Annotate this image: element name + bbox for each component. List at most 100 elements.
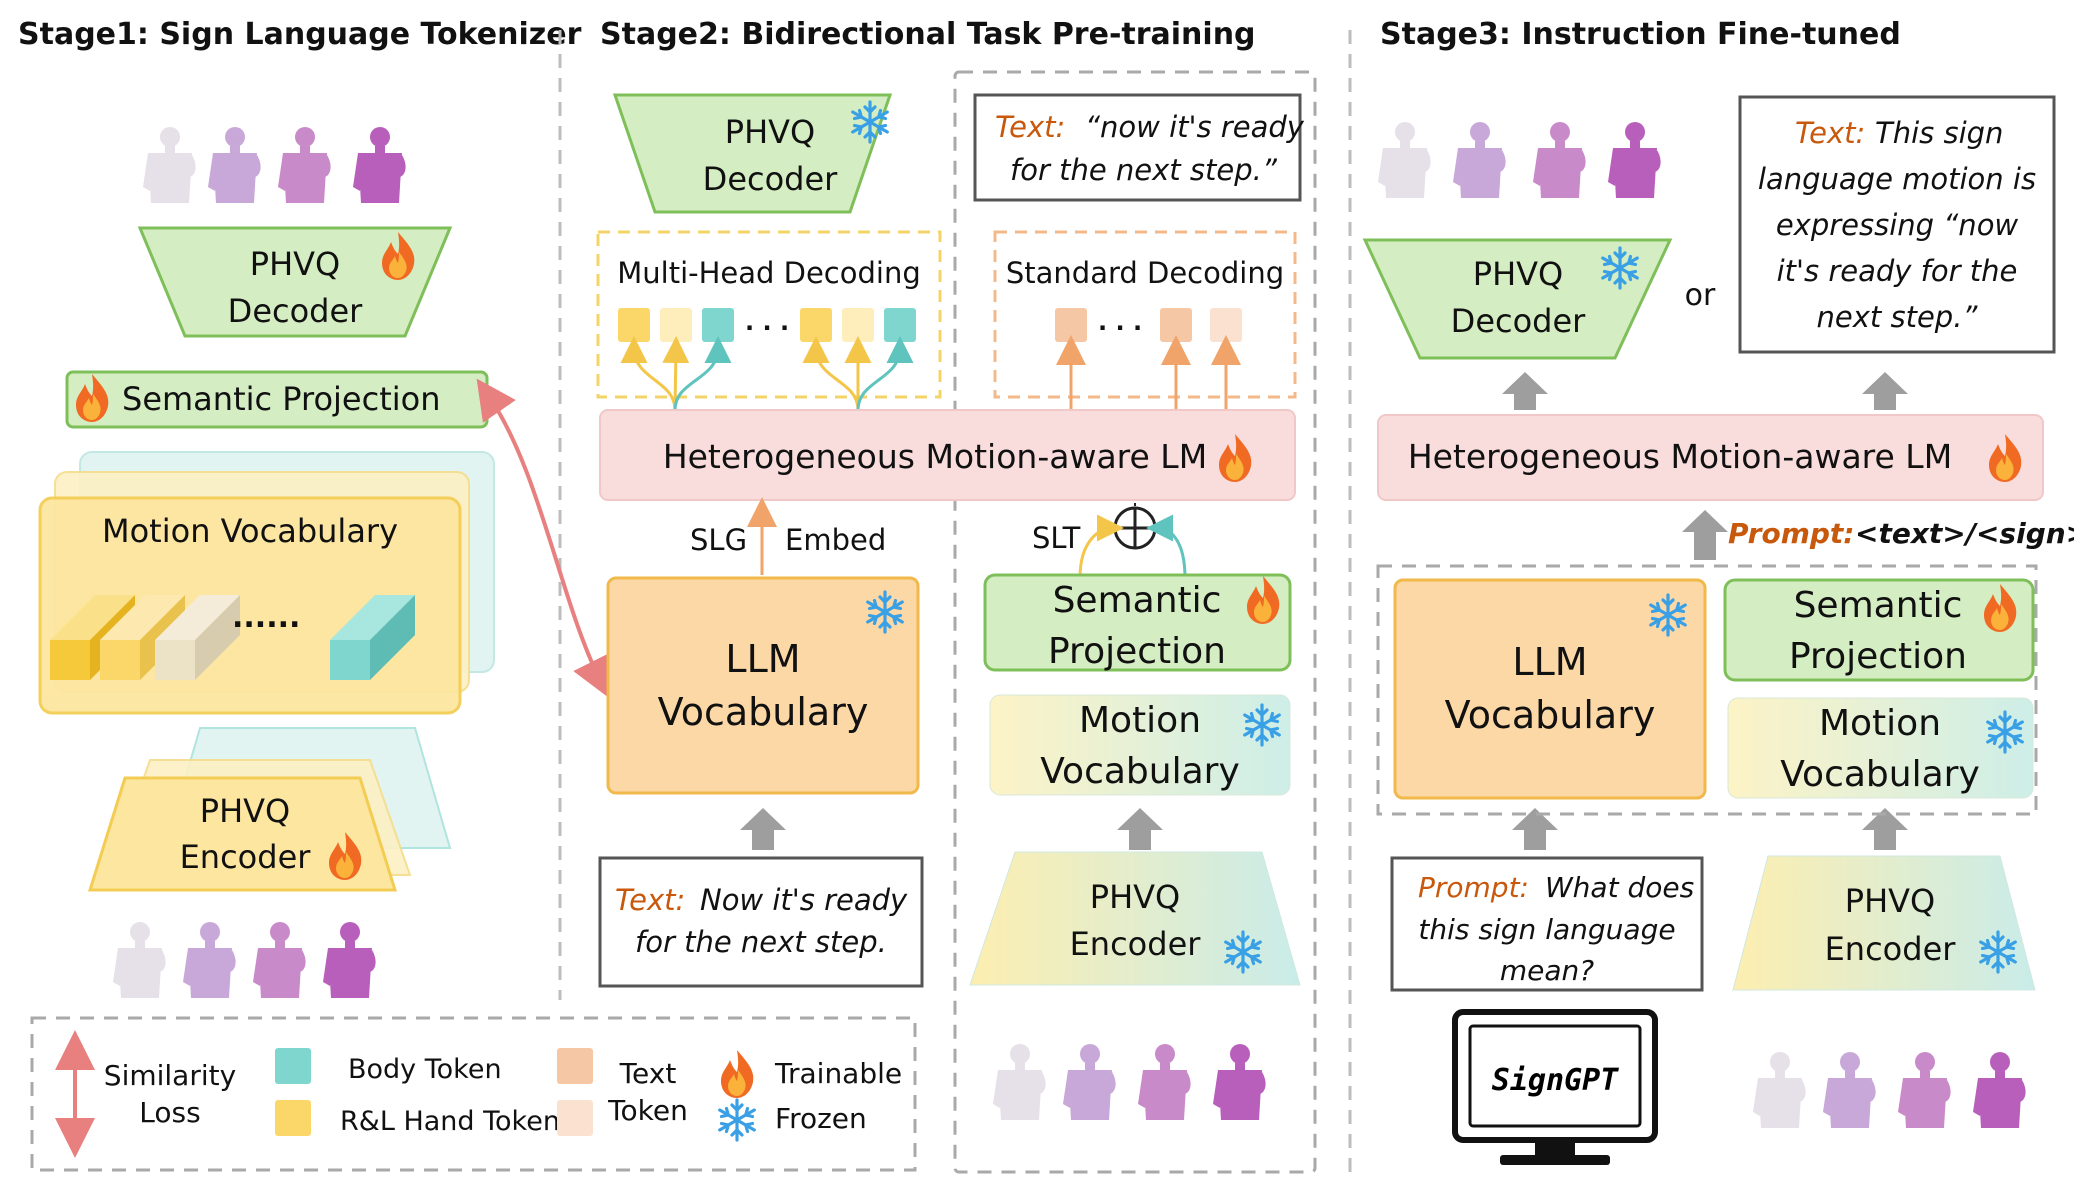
standard-decoding-region: Standard Decoding . . . xyxy=(993,230,1297,410)
stage3-top-avatars xyxy=(1378,122,1661,198)
stage2-encoder-label-2: Encoder xyxy=(1070,925,1202,963)
stage1-phvq-decoder: PHVQ Decoder xyxy=(137,226,453,338)
embed-label: Embed xyxy=(785,523,886,557)
stage1-decoder-label-1: PHVQ xyxy=(250,245,340,283)
stage1-motion-vocabulary-label: Motion Vocabulary xyxy=(102,512,398,550)
stage3-prompt-tags: <text>/<sign> xyxy=(1855,517,2074,550)
stage3-llm-vocab-label-2: Vocabulary xyxy=(1445,693,1656,737)
stage3-phvq-decoder: PHVQ Decoder xyxy=(1362,238,1673,360)
slt-yellow-arrow xyxy=(1078,514,1124,579)
standard-decoding-label: Standard Decoding xyxy=(1006,256,1284,290)
stage3-text-output-line4: it's ready for the xyxy=(1777,254,2018,288)
stage2-lm-label: Heterogeneous Motion-aware LM xyxy=(663,437,1207,476)
legend-hand-token-label: R&L Hand Token xyxy=(340,1106,560,1137)
stage3-vocab-dashed-region xyxy=(1376,564,2038,816)
stage2-text-output-prefix: Text: xyxy=(995,110,1065,144)
stage2-motion-vocab-label-2: Vocabulary xyxy=(1040,751,1240,792)
stage3-phvq-encoder: PHVQ Encoder xyxy=(1732,855,2036,991)
legend: Similarity Loss Body Token R&L Hand Toke… xyxy=(30,1016,917,1172)
stage2-decoder-label-1: PHVQ xyxy=(725,113,815,151)
stage3-llm-vocabulary: LLM Vocabulary xyxy=(1393,578,1707,800)
stage1-phvq-encoder: PHVQ Encoder xyxy=(87,727,452,892)
stage3-encoder-label-1: PHVQ xyxy=(1845,882,1935,920)
stage2-llm-vocab-label-1: LLM xyxy=(725,637,800,681)
stage1-top-avatars xyxy=(143,127,406,203)
stage2-phvq-decoder: PHVQ Decoder xyxy=(612,93,893,214)
legend-similarity-label-1: Similarity xyxy=(104,1059,236,1092)
stage3-decoder-label-1: PHVQ xyxy=(1473,255,1563,293)
legend-similarity-label-2: Loss xyxy=(139,1096,200,1129)
stage2-bottom-avatars xyxy=(993,1044,1266,1120)
legend-text-token-label-2: Token xyxy=(607,1094,688,1127)
stage2-text-input-box: Text: Now it's ready for the next step. xyxy=(598,856,924,988)
stage3-semproj-label-2: Projection xyxy=(1789,636,1967,677)
stage1-semantic-projection: Semantic Projection xyxy=(65,370,489,429)
legend-frozen-label: Frozen xyxy=(775,1102,867,1135)
stage2-text-input-line1: Now it's ready xyxy=(700,883,908,917)
slg-label: SLG xyxy=(690,523,747,557)
stage1-decoder-label-2: Decoder xyxy=(228,292,364,330)
stage3-text-output-line2: language motion is xyxy=(1758,162,2036,196)
stage3-text-output-line3: expressing “now xyxy=(1776,208,2019,242)
stage3-decoder-label-2: Decoder xyxy=(1451,302,1587,340)
stage3-llm-vocab-label-1: LLM xyxy=(1512,640,1587,684)
similarity-loss-arrow xyxy=(476,378,609,698)
stage1-bottom-avatars xyxy=(113,922,376,998)
stage1-encoder-label-1: PHVQ xyxy=(200,792,290,830)
stage2-semproj-label-1: Semantic xyxy=(1053,580,1222,621)
stage3-motion-vocab-label-2: Vocabulary xyxy=(1780,754,1980,795)
stage1-vocab-ellipsis: ...... xyxy=(232,600,300,635)
stage1-semantic-projection-label: Semantic Projection xyxy=(122,380,441,418)
stage2-text-output-box: Text: “now it's ready for the next step.… xyxy=(973,93,1305,202)
stage2-semantic-projection: Semantic Projection xyxy=(983,573,1292,672)
slt-label: SLT xyxy=(1032,521,1081,555)
stage3-title: Stage3: Instruction Fine-tuned xyxy=(1380,17,1901,52)
stage3-semproj-label-1: Semantic xyxy=(1794,585,1963,626)
stage1-encoder-label-2: Encoder xyxy=(180,838,312,876)
stage2-motion-vocab-label-1: Motion xyxy=(1079,700,1201,741)
stage3-question-prefix: Prompt: xyxy=(1418,871,1529,904)
stage3-lm-box: Heterogeneous Motion-aware LM xyxy=(1377,414,2044,501)
stage3-question-line3: mean? xyxy=(1500,954,1594,987)
stage1-motion-vocabulary: Motion Vocabulary ...... xyxy=(38,451,495,715)
stage3-bottom-avatars xyxy=(1753,1052,2026,1128)
stage3-or-label: or xyxy=(1685,278,1716,313)
stage3-lm-label: Heterogeneous Motion-aware LM xyxy=(1408,437,1952,476)
multi-head-decoding-label: Multi-Head Decoding xyxy=(617,256,921,290)
stage3-question-line1: What does xyxy=(1545,871,1694,904)
slt-teal-arrow xyxy=(1146,514,1187,579)
stage2-slt-dashed-region xyxy=(953,70,1317,1174)
legend-text-token-label-1: Text xyxy=(619,1057,677,1090)
stage2-phvq-encoder: PHVQ Encoder xyxy=(969,851,1301,986)
stage2-motion-vocabulary: Motion Vocabulary xyxy=(989,694,1291,796)
legend-hand-token-swatch xyxy=(275,1100,311,1136)
fusion-plus-icon xyxy=(1113,506,1157,550)
stage2-text-output-line2: for the next step.” xyxy=(1010,153,1278,187)
stage2-title: Stage2: Bidirectional Task Pre-training xyxy=(600,17,1256,52)
stage2-llm-vocab-label-2: Vocabulary xyxy=(658,690,869,734)
stage2-encoder-label-1: PHVQ xyxy=(1090,878,1180,916)
stage3-prompt-prefix: Prompt: xyxy=(1728,517,1855,550)
legend-snowflake-icon xyxy=(718,1098,756,1142)
svg-text:. . .: . . . xyxy=(1098,308,1142,336)
stage3-motion-vocabulary: Motion Vocabulary xyxy=(1727,697,2034,799)
stage1-title: Stage1: Sign Language Tokenizer xyxy=(18,17,582,52)
stage3-text-output-line1: This sign xyxy=(1875,116,2003,150)
legend-body-token-swatch xyxy=(275,1048,311,1084)
legend-text-token-swatch-2 xyxy=(557,1100,593,1136)
stage3-semantic-projection: Semantic Projection xyxy=(1723,578,2035,682)
legend-body-token-label: Body Token xyxy=(348,1054,502,1085)
stage2-decoder-label-2: Decoder xyxy=(703,160,839,198)
gray-up-arrows xyxy=(740,372,1908,850)
monitor-label: SignGPT xyxy=(1492,1063,1619,1098)
stage2-semproj-label-2: Projection xyxy=(1048,631,1226,672)
signgpt-monitor-icon: SignGPT xyxy=(1452,1009,1658,1165)
stage2-llm-vocabulary: LLM Vocabulary xyxy=(606,576,920,795)
stage2-lm-box: Heterogeneous Motion-aware LM xyxy=(599,409,1296,501)
stage3-text-output-box: Text: This sign language motion is expre… xyxy=(1738,95,2056,354)
stage2-text-input-line2: for the next step. xyxy=(635,925,887,959)
svg-text:. . .: . . . xyxy=(745,308,789,336)
stage3-encoder-label-2: Encoder xyxy=(1825,930,1957,968)
motion-token-blocks xyxy=(50,595,415,680)
